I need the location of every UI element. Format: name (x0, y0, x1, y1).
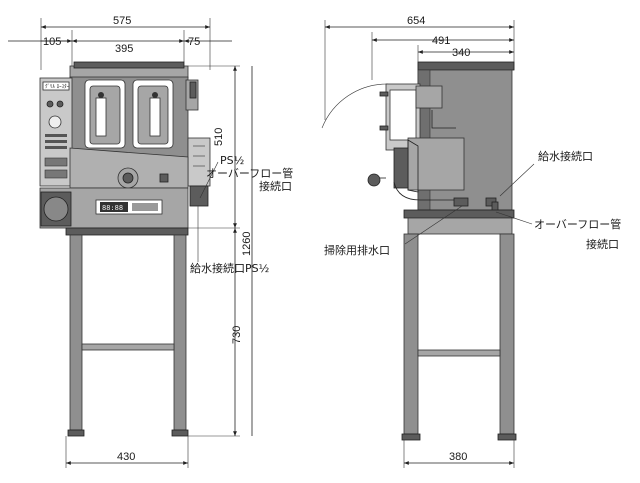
dim-side-tank-depth: 340 (452, 47, 470, 59)
display-readout: 88:88 (102, 204, 123, 212)
label-water-inlet: 給水接続口 (538, 149, 593, 163)
dim-front-total-height: 1260 (241, 232, 253, 256)
label-water-inlet-ps: 給水接続口PS½ (190, 261, 269, 275)
label-ps-half: PS½ (220, 154, 244, 167)
label-drain-port: 掃除用排水口 (324, 243, 390, 257)
front-left-leg (69, 234, 83, 431)
label-overflow-pipe-side: オーバーフロー管 (534, 217, 621, 231)
dim-front-right-offset: 75 (188, 36, 200, 48)
panel-top-label: ｸﾞﾘﾙ ﾛｰｽﾀｰ (45, 83, 70, 90)
front-view: 575 105 395 75 ｸﾞﾘﾙ ﾛｰｽﾀｰ (8, 15, 293, 468)
label-overflow-pipe: オーバーフロー管 (206, 166, 293, 180)
dim-side-overall-depth: 654 (407, 15, 425, 27)
side-left-leg (403, 233, 419, 435)
label-connection-port-side: 接続口 (586, 237, 619, 251)
dim-front-leg-span: 430 (117, 451, 135, 463)
side-view: 654 491 340 (321, 15, 621, 468)
label-connection-port: 接続口 (259, 179, 292, 193)
dim-front-body-height: 510 (213, 128, 225, 146)
dim-front-leg-height: 730 (231, 326, 243, 344)
dim-front-overall-width: 575 (113, 15, 131, 27)
side-right-leg (499, 233, 515, 435)
dim-front-left-offset: 105 (43, 36, 61, 48)
dim-side-leg-span: 380 (449, 451, 467, 463)
dim-front-tank-width: 395 (115, 43, 133, 55)
front-right-leg (173, 234, 187, 431)
dim-side-depth-2: 491 (432, 35, 450, 47)
valve-icon (367, 173, 381, 187)
dial-icon (48, 115, 62, 129)
